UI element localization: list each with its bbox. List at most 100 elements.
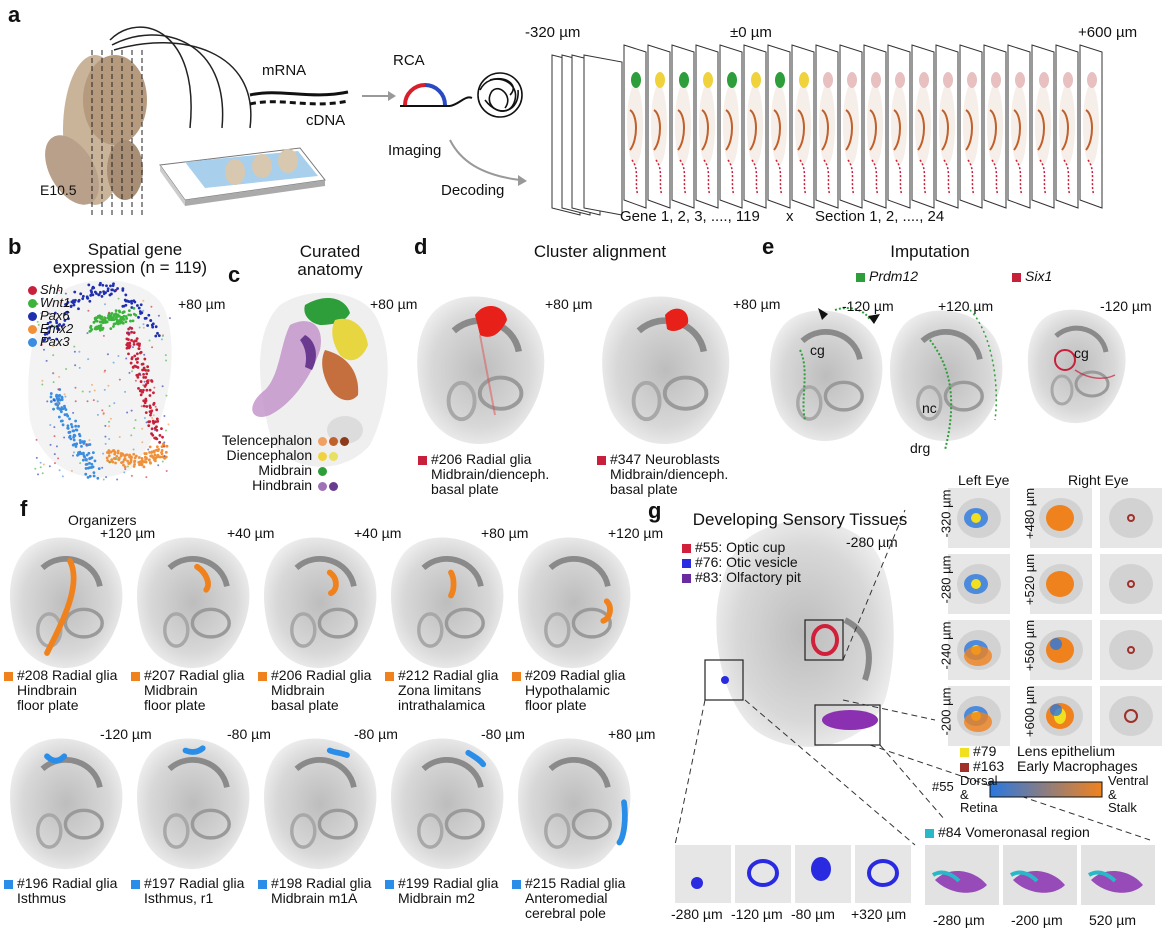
imaging-label: Imaging [388,142,442,159]
decoding-label: Decoding [441,182,505,199]
section-slice [863,44,887,209]
organizer-map [391,538,503,669]
gene-legend-item: Pax6 [26,308,70,323]
gene-six1: Six1 [1012,268,1052,284]
organizer-map [137,739,249,870]
cdna-label: cDNA [306,112,346,129]
genes-label: Gene 1, 2, 3, ...., 119 [620,208,760,225]
olfactory-inset [925,845,999,905]
panel-b-title-2: expression (n = 119) [52,258,208,277]
gene-legend-item: Pax3 [26,334,70,349]
organizer-position: -120 µm [100,726,152,742]
position-left: -320 µm [525,24,581,41]
sensory-legend-item: #76: Otic vesicle [682,555,801,570]
eye-inset [948,488,1010,548]
cluster-map-347 [602,296,729,444]
gradient-legend: #55 Dorsal & Retina Ventral & Stalk [932,773,1149,815]
imputation-map-2 [890,310,1002,451]
left-eye-position: -280 µm [938,555,954,604]
stage-label: E10.5 [40,182,77,198]
otic-position: -80 µm [791,906,835,922]
right-eye-position: +560 µm [1022,619,1038,672]
otic-position: -120 µm [731,906,783,922]
organizer-map [391,739,503,870]
gene-color-dot [28,312,37,322]
region-color-dot [318,481,327,491]
section-stack-right[interactable] [623,44,1103,209]
panel-d-position-2: +80 µm [733,296,781,312]
organizer-position: +120 µm [608,525,664,541]
organizer-map [264,538,376,669]
times-label: x [786,208,794,225]
panel-b-position: +80 µm [178,296,226,312]
label-cg-1: cg [810,342,825,358]
olfactory-position: 520 µm [1089,912,1136,928]
organizer-position: -80 µm [354,726,398,742]
sensory-legend: #55: Optic cup#76: Otic vesicle#83: Olfa… [682,540,801,585]
olfactory-position: -200 µm [1011,912,1063,928]
section-slice [1079,44,1103,209]
eye-inset [1100,488,1162,548]
panel-label-c: c [228,262,241,287]
right-eye-position: +600 µm [1022,685,1038,738]
position-mid: ±0 µm [730,24,772,41]
section-stack-left [551,54,623,216]
cluster-206-label: #206 Radial glia Midbrain/dienceph. basa… [418,452,549,497]
panel-e-position-1: -120 µm [842,298,894,314]
eye-inset [948,686,1010,746]
organizer-map [518,739,630,870]
panel-f-title: Organizers [68,512,137,528]
eye-inset [1030,686,1092,746]
panel-label-d: d [414,234,428,259]
eye-inset [1100,554,1162,614]
cluster-map-206 [417,296,544,444]
organizer-map [10,739,122,870]
panel-e-title: Imputation [890,242,970,261]
organizer-position: +40 µm [227,525,275,541]
gene-legend-item: Shh [26,282,63,297]
panel-d-position-1: +80 µm [545,296,593,312]
olfactory-inset [1081,845,1155,905]
panel-c-title-1: Curated [299,242,361,261]
left-eye-position: -320 µm [938,489,954,538]
organizer-position: +40 µm [354,525,402,541]
label-drg: drg [910,440,931,456]
organizer-map [518,538,630,669]
region-color-dot [318,436,327,446]
sensory-legend-item: #55: Optic cup [682,540,801,555]
dorsal-ventral-gradient [989,781,1103,798]
organizer-position: +80 µm [481,525,529,541]
left-eye-position: -240 µm [938,621,954,670]
section-slice [695,44,719,209]
panel-label-g: g [648,498,662,523]
anatomy-legend-item: Hindbrain [252,477,350,493]
eye-inset [1100,686,1162,746]
panel-e-position-2: +120 µm [938,298,994,314]
panel-g-title: Developing Sensory Tissues [692,510,908,529]
gene-color-dot [28,338,37,348]
gene-color-dot [28,299,37,309]
label-cg-2: cg [1074,345,1089,361]
section-slice [743,44,767,209]
section-slice [935,44,959,209]
label-nc: nc [922,400,937,416]
section-slice [1055,44,1079,209]
section-slice [1007,44,1031,209]
vomeronasal-label: #84 Vomeronasal region [925,824,1090,840]
anatomy-legend-item: Midbrain [258,462,350,478]
spatial-expression-map [28,280,172,481]
rca-label: RCA [393,52,425,69]
anatomy-legend-item: Diencephalon [226,447,350,463]
eye-inset [1030,488,1092,548]
organizer-map [137,538,249,669]
region-color-dot [318,466,327,476]
